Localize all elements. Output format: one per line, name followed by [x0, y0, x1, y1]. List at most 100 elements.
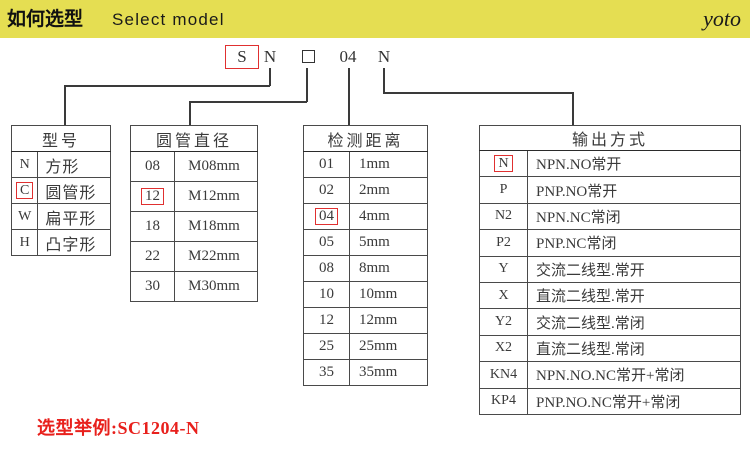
- output-type-code: N2: [479, 202, 528, 231]
- selection-marker: 12: [141, 188, 164, 205]
- table-model-type: 型号 N 方形 C 圆管形 W 扁平形 H 凸字形: [10, 125, 111, 256]
- tube-diameter-code: 22: [130, 241, 175, 272]
- output-type-desc: NPN.NC常闭: [527, 202, 741, 231]
- code-char-model-type: N: [263, 47, 277, 66]
- output-type-desc: NPN.NO常开: [527, 149, 741, 178]
- table-row[interactable]: 22 M22mm: [130, 241, 258, 272]
- table-row[interactable]: H 凸字形: [10, 229, 111, 256]
- code-char-diameter-placeholder: [291, 47, 325, 67]
- brand-logo: yoto: [703, 6, 741, 31]
- table-detection-distance-header: 检测距离: [303, 125, 428, 152]
- table-row[interactable]: KP4 PNP.NO.NC常开+常闭: [479, 387, 741, 415]
- model-type-desc: 凸字形: [37, 229, 111, 256]
- tube-diameter-code-selected: 12: [130, 181, 175, 212]
- detection-distance-code: 12: [303, 307, 350, 334]
- table-row[interactable]: 01 1mm: [303, 151, 428, 178]
- table-row[interactable]: P2 PNP.NC常闭: [479, 229, 741, 257]
- detection-distance-desc: 12mm: [349, 307, 428, 334]
- table-detection-distance: 检测距离 01 1mm 02 2mm 04 4mm 05 5mm 08 8mm: [303, 125, 428, 386]
- output-type-code: X: [479, 281, 528, 310]
- tube-diameter-code: 08: [130, 151, 175, 182]
- table-row[interactable]: 02 2mm: [303, 177, 428, 204]
- table-row[interactable]: C 圆管形: [10, 177, 111, 204]
- tube-diameter-desc: M30mm: [174, 271, 258, 302]
- connector-output-vertical-b: [572, 92, 574, 125]
- table-row[interactable]: 18 M18mm: [130, 211, 258, 242]
- table-row[interactable]: 08 8mm: [303, 255, 428, 282]
- table-row[interactable]: X2 直流二线型.常闭: [479, 334, 741, 363]
- output-type-desc: 交流二线型.常闭: [527, 308, 741, 336]
- connector-diameter-vertical-a: [306, 68, 308, 102]
- connector-output-vertical-a: [383, 68, 385, 93]
- output-type-code: Y2: [479, 308, 528, 336]
- table-row[interactable]: 12 M12mm: [130, 181, 258, 212]
- model-type-desc: 方形: [37, 151, 111, 178]
- connector-diameter-vertical-b: [189, 101, 191, 125]
- table-output-type: 输出方式 N NPN.NO常开 P PNP.NO常开 N2 NPN.NC常闭 P…: [479, 125, 741, 415]
- selection-marker: 04: [315, 208, 338, 225]
- connector-model-vertical-b: [64, 85, 66, 125]
- output-type-code: X2: [479, 334, 528, 363]
- tube-diameter-code: 18: [130, 211, 175, 242]
- table-header-row: 型号: [11, 125, 111, 152]
- detection-distance-code: 25: [303, 333, 350, 360]
- selection-marker: N: [494, 155, 513, 173]
- detection-distance-code: 10: [303, 281, 350, 308]
- model-type-code: W: [10, 203, 39, 230]
- tube-diameter-code: 30: [130, 271, 175, 302]
- table-row[interactable]: Y2 交流二线型.常闭: [479, 308, 741, 336]
- output-type-code: Y: [479, 255, 528, 283]
- detection-distance-desc: 1mm: [349, 151, 428, 178]
- tube-diameter-desc: M08mm: [174, 151, 258, 182]
- detection-distance-desc: 8mm: [349, 255, 428, 282]
- table-row[interactable]: 30 M30mm: [130, 271, 258, 302]
- output-type-desc: PNP.NC常闭: [527, 229, 741, 257]
- table-row[interactable]: 04 4mm: [303, 203, 428, 230]
- selection-example-note: 选型举例:SC1204-N: [37, 418, 200, 438]
- table-row[interactable]: KN4 NPN.NO.NC常开+常闭: [479, 361, 741, 389]
- output-type-desc: NPN.NO.NC常开+常闭: [527, 361, 741, 389]
- table-header-row: 输出方式: [479, 125, 741, 151]
- table-output-type-header: 输出方式: [479, 125, 741, 151]
- table-row[interactable]: N NPN.NO常开: [479, 149, 741, 178]
- output-type-code: KN4: [479, 361, 528, 389]
- square-placeholder-icon: [301, 50, 315, 63]
- detection-distance-code: 01: [303, 151, 350, 178]
- detection-distance-desc: 25mm: [349, 333, 428, 360]
- code-char-output: N: [377, 47, 391, 66]
- table-row[interactable]: 10 10mm: [303, 281, 428, 308]
- detection-distance-code: 02: [303, 177, 350, 204]
- output-type-code: KP4: [479, 387, 528, 415]
- table-row[interactable]: N2 NPN.NC常闭: [479, 202, 741, 231]
- header-banner: 如何选型 Select model yoto: [0, 0, 750, 38]
- model-type-code-selected: C: [10, 177, 39, 204]
- detection-distance-code: 08: [303, 255, 350, 282]
- table-row[interactable]: 12 12mm: [303, 307, 428, 334]
- table-tube-diameter-header: 圆管直径: [130, 125, 258, 152]
- model-type-code: N: [10, 151, 39, 178]
- table-row[interactable]: 25 25mm: [303, 333, 428, 360]
- table-row[interactable]: Y 交流二线型.常开: [479, 255, 741, 283]
- model-type-desc: 扁平形: [37, 203, 111, 230]
- table-row[interactable]: 08 M08mm: [130, 151, 258, 182]
- table-row[interactable]: W 扁平形: [10, 203, 111, 230]
- table-row[interactable]: 05 5mm: [303, 229, 428, 256]
- model-type-desc: 圆管形: [37, 177, 111, 204]
- tube-diameter-desc: M12mm: [174, 181, 258, 212]
- output-type-code: P: [479, 176, 528, 204]
- output-type-desc: 交流二线型.常开: [527, 255, 741, 283]
- table-header-row: 圆管直径: [130, 125, 258, 152]
- table-header-row: 检测距离: [303, 125, 428, 152]
- selection-marker: C: [16, 182, 34, 199]
- table-row[interactable]: N 方形: [10, 151, 111, 178]
- table-model-type-header: 型号: [11, 125, 111, 152]
- table-row[interactable]: X 直流二线型.常开: [479, 281, 741, 310]
- table-row[interactable]: 35 35mm: [303, 359, 428, 386]
- detection-distance-desc: 35mm: [349, 359, 428, 386]
- output-type-desc: 直流二线型.常闭: [527, 334, 741, 363]
- table-model-type-body: 型号 N 方形 C 圆管形 W 扁平形 H 凸字形: [10, 125, 111, 256]
- detection-distance-desc: 10mm: [349, 281, 428, 308]
- detection-distance-desc: 2mm: [349, 177, 428, 204]
- table-row[interactable]: P PNP.NO常开: [479, 176, 741, 204]
